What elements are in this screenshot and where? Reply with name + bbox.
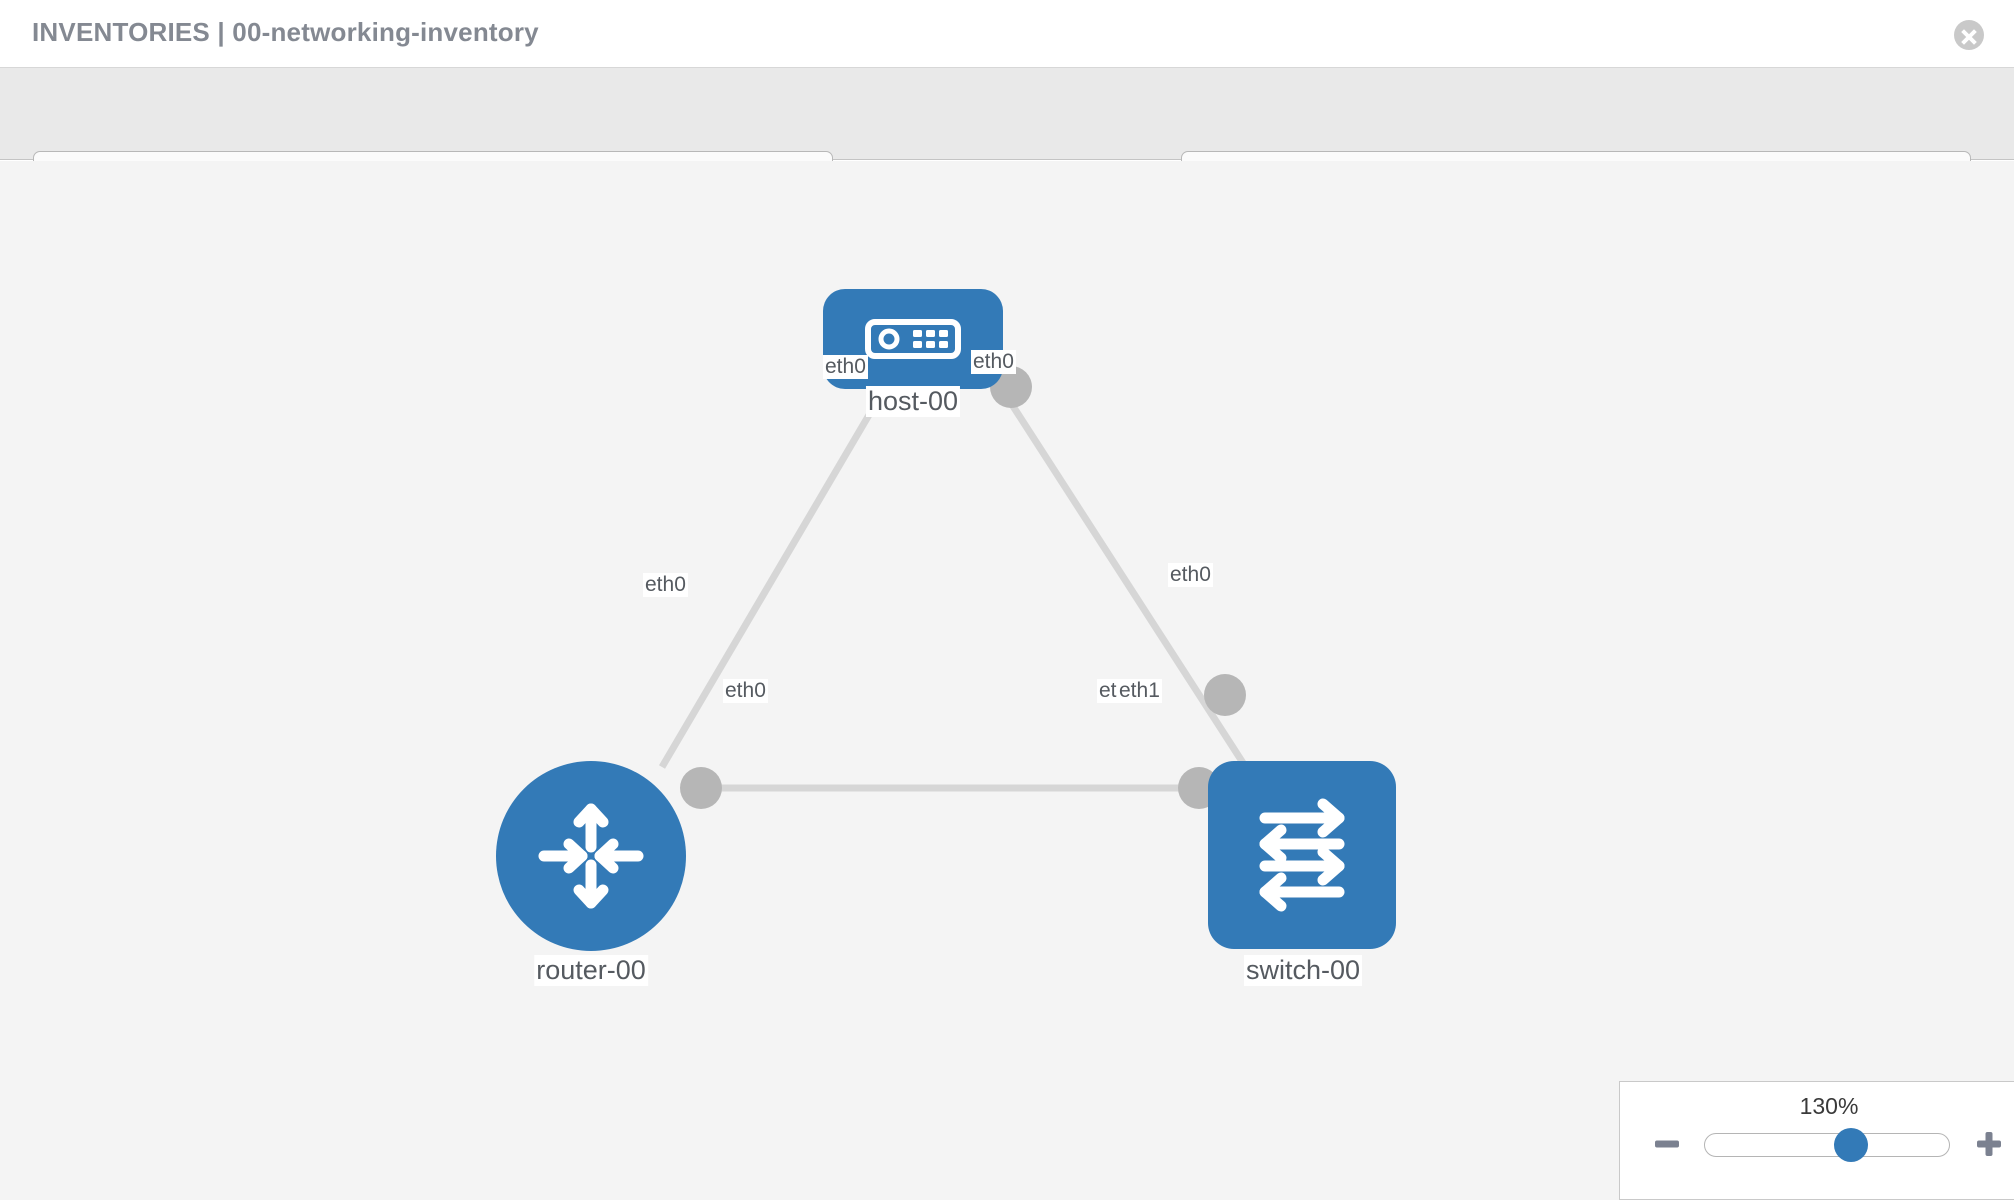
zoom-level-label: 130% xyxy=(1799,1093,1859,1119)
server-icon xyxy=(865,319,961,359)
node-switch-00-label: switch-00 xyxy=(1243,955,1363,986)
node-host-00-label: host-00 xyxy=(865,386,961,417)
zoom-slider-thumb[interactable] xyxy=(1834,1128,1869,1162)
link-label-router00-up: eth0 xyxy=(643,573,688,597)
link-label-router00-right: eth0 xyxy=(723,679,768,703)
zoom-in-icon[interactable] xyxy=(1975,1130,2003,1158)
link-host00-router00 xyxy=(658,384,890,769)
link-label-switch00-up: eth0 xyxy=(1168,563,1213,587)
zoom-out-icon[interactable] xyxy=(1653,1130,1681,1158)
node-router-00-label: router-00 xyxy=(534,955,648,986)
toolbar: ACTIONS SEARCH xyxy=(0,68,2014,201)
node-switch-00-shape[interactable] xyxy=(1208,761,1396,949)
link-host00-switch00 xyxy=(997,384,1248,768)
switch-icon xyxy=(1259,798,1345,912)
link-label-switch00-left-b: eth1 xyxy=(1117,679,1162,703)
page-title: INVENTORIES | 00-networking-inventory xyxy=(32,17,539,47)
close-icon[interactable] xyxy=(1954,20,1984,50)
router-icon xyxy=(538,803,644,909)
port-router00-right[interactable] xyxy=(680,767,722,809)
zoom-control-panel: 130% xyxy=(1619,1081,2014,1200)
topology-canvas[interactable]: host-00 router-00 xyxy=(0,161,2014,1200)
page-header: INVENTORIES | 00-networking-inventory xyxy=(0,0,2014,68)
port-switch00-top[interactable] xyxy=(1204,674,1246,716)
zoom-slider[interactable] xyxy=(1704,1128,1950,1162)
node-router-00-shape[interactable] xyxy=(496,761,686,951)
link-label-host00-left: eth0 xyxy=(823,355,868,379)
link-label-host00-right: eth0 xyxy=(971,350,1016,374)
topology-links xyxy=(658,384,1248,792)
